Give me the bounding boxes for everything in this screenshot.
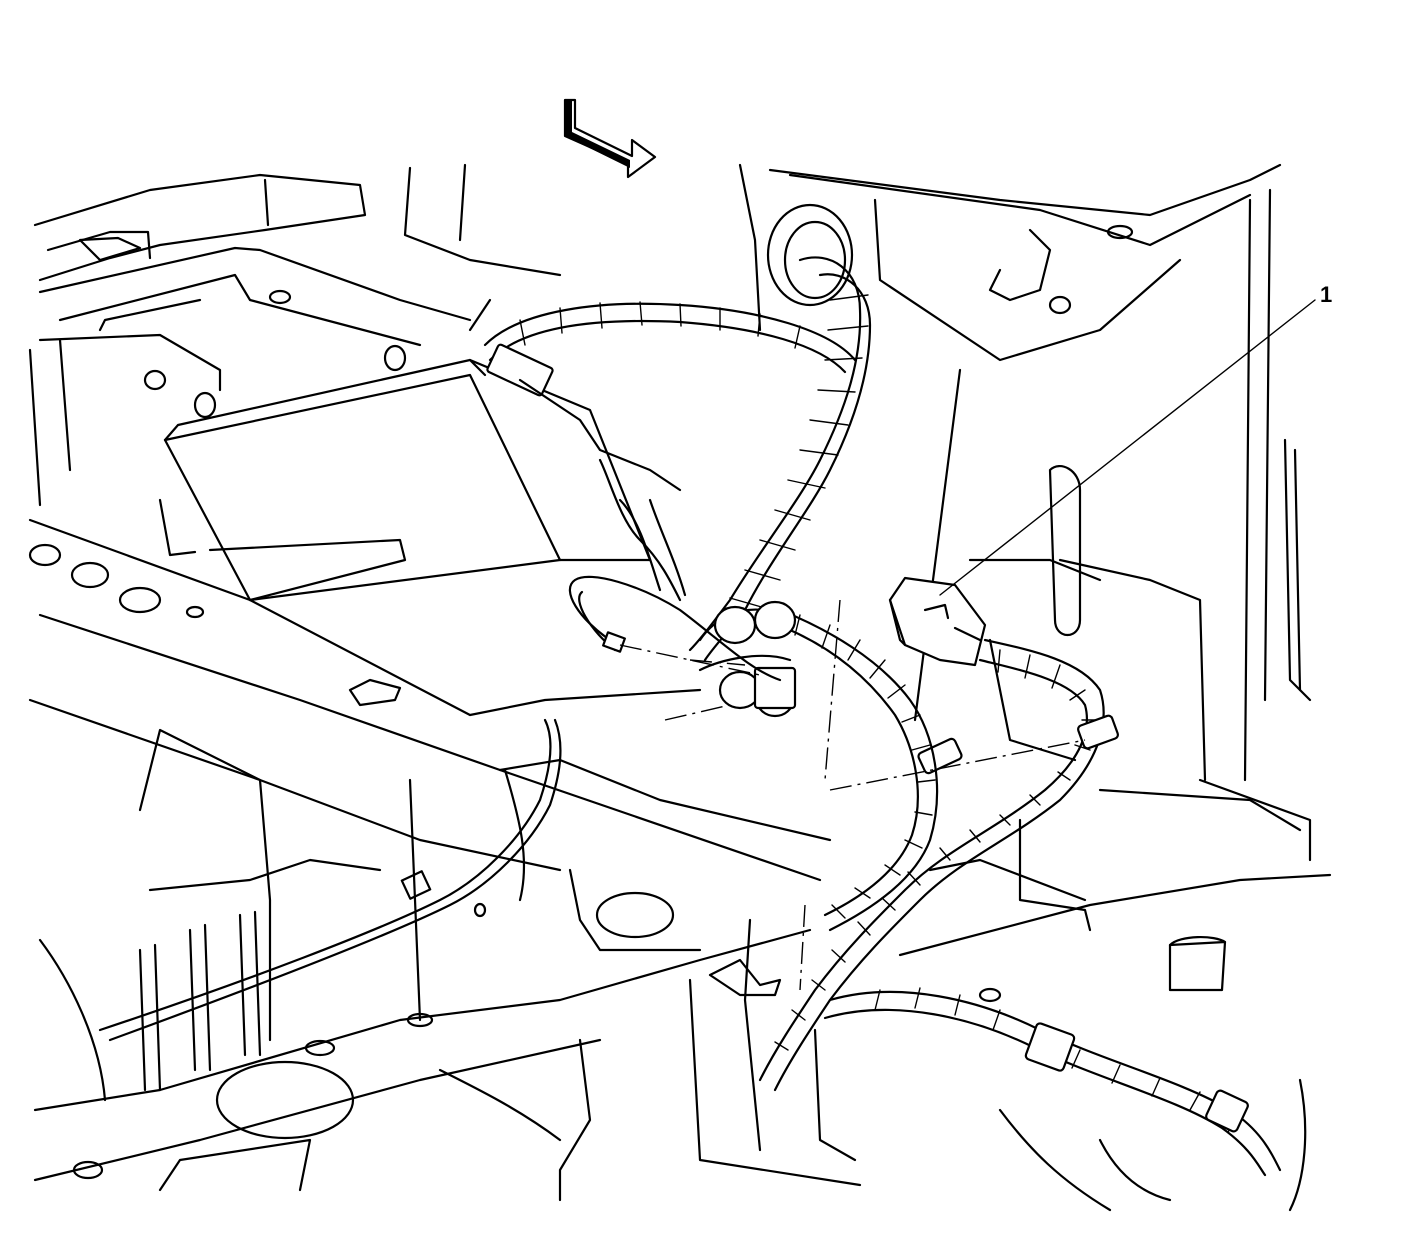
center-wiring-harness [486, 343, 939, 932]
right-wiring-harness [758, 638, 1119, 1092]
forward-view-arrow-icon [563, 98, 657, 179]
right-body-panel [738, 163, 1312, 862]
lower-right-harness [823, 818, 1332, 1212]
ground-wire [98, 575, 782, 1042]
harness-connector [888, 576, 987, 667]
control-module [158, 298, 652, 602]
callout-1-label: 1 [1320, 282, 1332, 307]
grommet [766, 203, 854, 307]
upper-body-panel [28, 163, 562, 507]
upper-wiring-harness [483, 256, 872, 662]
callout-1: 1 [939, 282, 1332, 596]
lower-frame [28, 518, 862, 1202]
assembly-lines [619, 599, 1086, 991]
